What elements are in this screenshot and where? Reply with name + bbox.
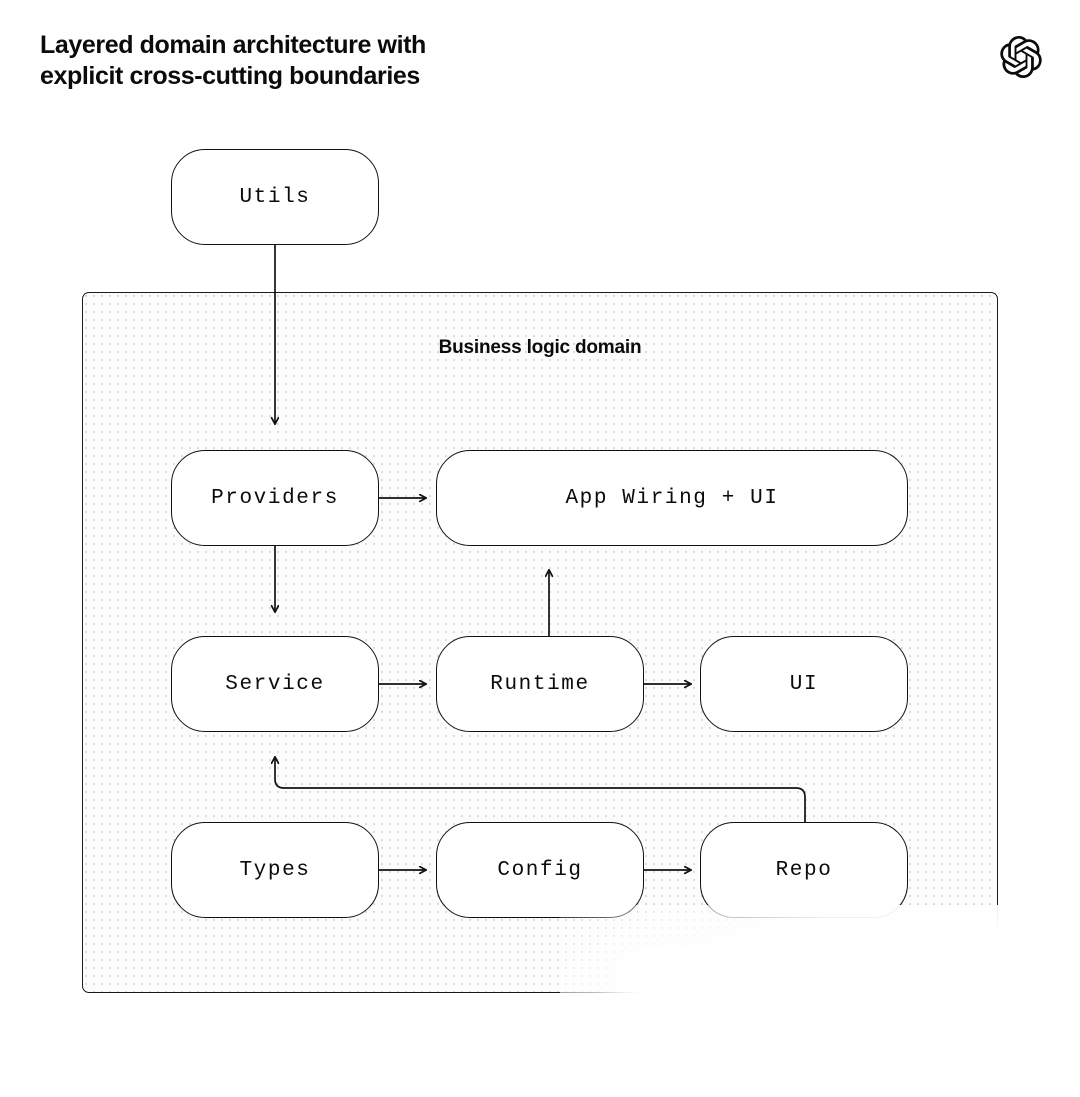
node-repo[interactable]: Repo — [700, 822, 908, 918]
node-app-wiring-ui[interactable]: App Wiring + UI — [436, 450, 908, 546]
page-title: Layered domain architecture with explici… — [40, 31, 426, 90]
node-types-label: Types — [239, 858, 311, 882]
node-runtime[interactable]: Runtime — [436, 636, 644, 732]
node-app-wiring-ui-label: App Wiring + UI — [565, 486, 779, 510]
openai-logo-icon — [1000, 36, 1042, 79]
node-ui-label: UI — [789, 672, 819, 696]
node-config-label: Config — [497, 858, 583, 882]
node-config[interactable]: Config — [436, 822, 644, 918]
node-runtime-label: Runtime — [490, 672, 590, 696]
node-types[interactable]: Types — [171, 822, 379, 918]
node-ui[interactable]: UI — [700, 636, 908, 732]
edge-repo-to-service — [275, 757, 806, 823]
node-service-label: Service — [225, 672, 325, 696]
node-repo-label: Repo — [775, 858, 833, 882]
node-service[interactable]: Service — [171, 636, 379, 732]
node-providers-label: Providers — [211, 486, 339, 510]
node-utils[interactable]: Utils — [171, 149, 379, 245]
node-providers[interactable]: Providers — [171, 450, 379, 546]
node-utils-label: Utils — [239, 185, 311, 209]
domain-container-label: Business logic domain — [438, 337, 642, 358]
